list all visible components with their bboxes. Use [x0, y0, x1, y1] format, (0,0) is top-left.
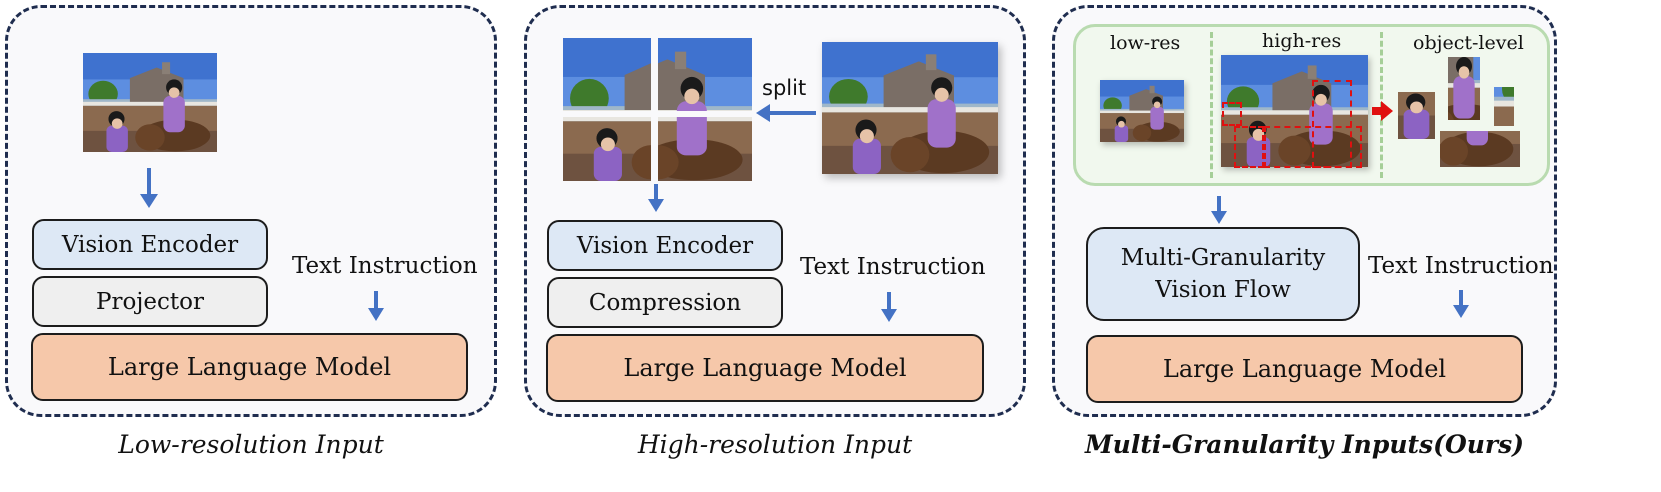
vision-flow-box: Multi-Granularity Vision Flow [1086, 227, 1360, 321]
arrow-down-icon [1453, 290, 1469, 318]
vision-encoder-label: Vision Encoder [61, 231, 239, 258]
arrow-down-icon [368, 291, 384, 321]
divider [1210, 32, 1213, 178]
object-bbox [1222, 102, 1242, 126]
high-res-label: high-res [1262, 30, 1342, 52]
object-level-label: object-level [1413, 32, 1524, 54]
arrow-down-icon [881, 292, 897, 322]
text-instruction-label: Text Instruction [800, 254, 986, 280]
object-crop [1494, 87, 1514, 126]
object-crop [1398, 92, 1435, 139]
llm-box: Large Language Model [546, 334, 984, 402]
vision-flow-line2: Vision Flow [1155, 277, 1291, 303]
projector-box: Projector [32, 276, 268, 327]
panel-caption: High-resolution Input [637, 430, 913, 459]
arrow-right-icon [1372, 101, 1393, 121]
split-tile-bottom-right [658, 117, 752, 181]
llm-box: Large Language Model [1086, 335, 1523, 403]
arrow-left-icon [756, 104, 816, 122]
arrow-down-icon [140, 168, 158, 208]
arrow-down-icon [1211, 196, 1227, 224]
llm-label: Large Language Model [623, 354, 907, 382]
vision-encoder-label: Vision Encoder [576, 232, 754, 259]
low-res-label: low-res [1110, 32, 1181, 54]
compression-label: Compression [588, 289, 742, 316]
split-tile-bottom-left [563, 117, 651, 181]
low-res-image [83, 53, 217, 152]
high-res-image [822, 42, 998, 174]
text-instruction-label: Text Instruction [1368, 253, 1554, 279]
split-tile-top-right [658, 38, 752, 111]
compression-box: Compression [547, 277, 783, 328]
vision-encoder-box: Vision Encoder [32, 219, 268, 270]
vision-encoder-box: Vision Encoder [547, 220, 783, 271]
llm-label: Large Language Model [107, 353, 392, 381]
object-crop [1440, 131, 1520, 167]
low-res-thumbnail [1100, 80, 1184, 142]
projector-label: Projector [95, 288, 205, 315]
panel-caption: Low-resolution Input [118, 430, 384, 459]
vision-flow-line1: Multi-Granularity [1120, 245, 1326, 271]
panel-caption: Multi-Granularity Inputs(Ours) [1085, 430, 1524, 459]
object-bbox [1264, 126, 1362, 168]
llm-label: Large Language Model [1162, 355, 1447, 383]
object-bbox [1234, 126, 1264, 168]
split-label: split [762, 76, 807, 100]
arrow-down-icon [648, 184, 664, 212]
text-instruction-label: Text Instruction [292, 253, 478, 279]
llm-box: Large Language Model [31, 333, 468, 401]
object-crop [1448, 57, 1480, 120]
split-tile-top-left [563, 38, 651, 111]
